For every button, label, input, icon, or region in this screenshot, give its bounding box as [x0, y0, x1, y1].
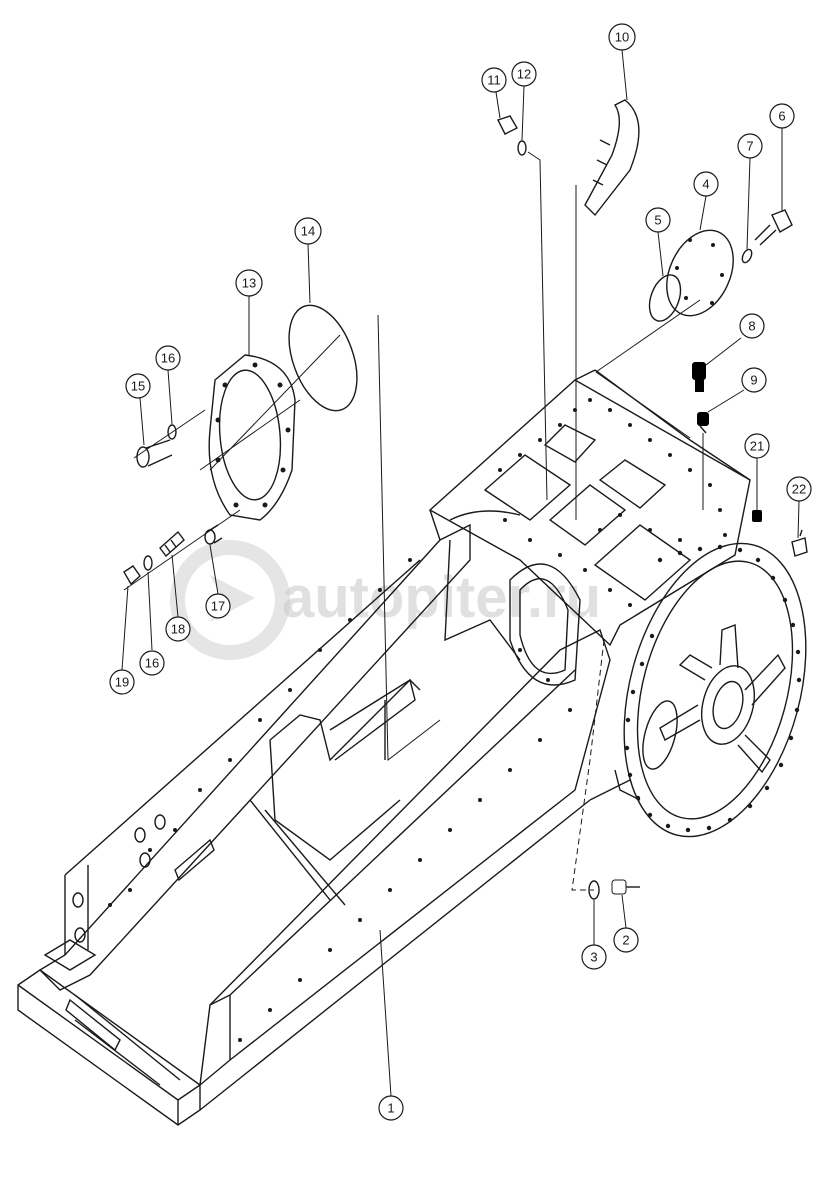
callouts: 1 2 3 4 5 6 7 8	[109, 23, 812, 1121]
svg-text:19: 19	[115, 675, 129, 690]
rail-holes	[108, 558, 572, 1042]
plug-part-2	[611, 879, 640, 895]
nut-part-11	[497, 115, 518, 135]
callout-21: 21	[744, 433, 770, 459]
svg-text:11: 11	[487, 73, 501, 88]
flange-bolt-holes	[624, 544, 802, 833]
stud-part-18	[159, 530, 185, 558]
housing-holes	[498, 398, 727, 682]
callout-16-upper: 16	[155, 345, 181, 371]
callout-6: 6	[769, 103, 795, 129]
callout-17: 17	[205, 593, 231, 619]
svg-text:2: 2	[622, 933, 629, 948]
callout-1: 1	[378, 1095, 404, 1121]
svg-text:13: 13	[242, 276, 256, 291]
oring-part-14	[288, 304, 358, 412]
transmission-frame	[17, 369, 807, 1126]
svg-text:17: 17	[211, 599, 225, 614]
washer-part-12	[517, 140, 527, 156]
left-side-rail	[38, 523, 471, 991]
callout-5: 5	[645, 207, 671, 233]
callout-10: 10	[608, 23, 636, 51]
callout-4: 4	[693, 171, 719, 197]
svg-text:15: 15	[131, 379, 145, 394]
callout-3: 3	[581, 944, 607, 970]
plug-part-21	[752, 510, 762, 522]
svg-text:21: 21	[750, 439, 764, 454]
rear-housing	[428, 379, 751, 647]
callout-11: 11	[481, 67, 507, 93]
washer-part-16-b	[143, 555, 153, 571]
watermark-text: autopiter.ru	[282, 565, 601, 630]
callout-19: 19	[109, 669, 135, 695]
callout-7: 7	[737, 133, 763, 159]
svg-text:1: 1	[387, 1101, 394, 1116]
callout-18: 18	[165, 616, 191, 642]
gasket-part-5	[648, 274, 682, 322]
washer-part-7	[741, 248, 753, 264]
svg-text:10: 10	[615, 30, 629, 45]
svg-text:16: 16	[161, 351, 175, 366]
right-side-rail	[199, 629, 611, 1087]
front-crossmember	[17, 969, 201, 1126]
callout-12: 12	[511, 61, 537, 87]
plug-part-9	[697, 412, 709, 434]
cover-plate-part-4	[666, 229, 734, 317]
bolt-part-6	[754, 209, 793, 246]
callout-8: 8	[739, 313, 765, 339]
callout-15: 15	[125, 373, 151, 399]
svg-text:12: 12	[517, 67, 531, 82]
svg-text:4: 4	[702, 177, 709, 192]
washer-part-3	[588, 880, 600, 900]
callout-14: 14	[294, 217, 322, 245]
svg-text:22: 22	[792, 482, 806, 497]
callout-16-lower: 16	[139, 650, 165, 676]
bracket-part-10	[584, 99, 640, 217]
svg-text:9: 9	[750, 373, 757, 388]
callout-2: 2	[613, 927, 639, 953]
gasket-part-13	[208, 354, 296, 521]
svg-text:5: 5	[654, 213, 661, 228]
washer-part-16-a	[167, 424, 177, 440]
svg-text:3: 3	[590, 950, 597, 965]
callout-9: 9	[741, 367, 767, 393]
svg-text:7: 7	[746, 139, 753, 154]
svg-text:6: 6	[778, 109, 785, 124]
fitting-part-8	[692, 362, 706, 392]
nut-part-19	[123, 565, 141, 586]
callout-13: 13	[235, 269, 263, 297]
svg-text:8: 8	[748, 319, 755, 334]
svg-text:16: 16	[145, 656, 159, 671]
svg-text:18: 18	[171, 622, 185, 637]
plug-part-22	[791, 529, 808, 557]
rear-flange	[623, 542, 807, 838]
svg-text:14: 14	[301, 224, 315, 239]
leader-lines	[121, 49, 800, 1097]
callout-22: 22	[786, 476, 812, 502]
